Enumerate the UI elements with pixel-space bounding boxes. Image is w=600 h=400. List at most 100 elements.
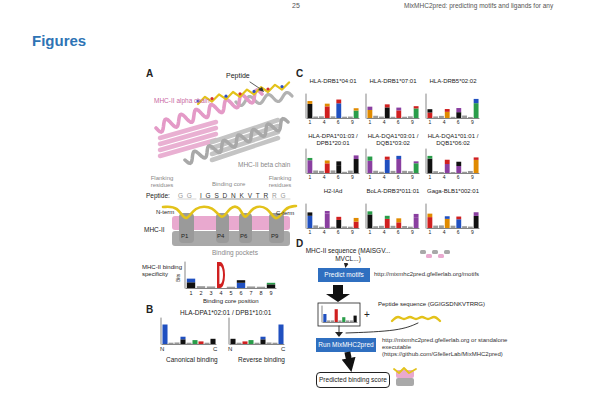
- logo-letter: [336, 100, 341, 104]
- logo-letter: [367, 161, 372, 173]
- logo-letter: [207, 286, 215, 288]
- result-icon: [396, 378, 414, 386]
- logo-letter: [414, 163, 419, 173]
- merge-line: [346, 323, 418, 333]
- logo-letter: [342, 117, 347, 118]
- logo-letter: [331, 320, 334, 322]
- logo-letter: [331, 227, 336, 228]
- panel-letter: A: [146, 68, 153, 80]
- axis-ticks: 1 4 6 9: [429, 175, 474, 181]
- logo-letter: [338, 320, 341, 322]
- node-text: Predict motifs: [324, 271, 363, 278]
- beta-chain-helix: [185, 119, 288, 164]
- logo-letter: [323, 314, 326, 322]
- pocket-label: P4: [217, 233, 224, 240]
- logo-letter: [254, 343, 259, 344]
- logo-axis: [306, 94, 307, 118]
- logo-letter: [474, 103, 479, 118]
- pocket-label: P9: [271, 233, 278, 240]
- action-box: Predict motifs: [318, 268, 370, 282]
- pocket-label: P1: [181, 233, 188, 240]
- motif-box: [318, 303, 360, 326]
- axis-ticks: 1 4 6 9: [309, 175, 354, 181]
- axis-title: Bits: [176, 274, 182, 282]
- region-name: Flanking residues: [144, 175, 180, 189]
- logo-letter: [427, 214, 432, 217]
- logo-title: HLA-DRB5*02:02: [425, 78, 481, 85]
- part-name: Peptide: [226, 72, 250, 80]
- leader-arrowhead: [258, 87, 264, 92]
- axis-ticks: 1 4 6 9: [369, 175, 414, 181]
- logo-letter: [396, 110, 401, 118]
- logo-axis: [307, 228, 359, 229]
- flow-arrow: [345, 263, 346, 265]
- logo-letter: [474, 157, 479, 159]
- terminus-label: C: [281, 346, 285, 353]
- sequence-icon: [444, 250, 450, 254]
- merge-arrowhead: [335, 332, 343, 337]
- logo-letter: [204, 343, 209, 344]
- logo-letter: [433, 116, 438, 118]
- peptide-atom: [252, 90, 255, 93]
- logo-letter: [385, 216, 390, 219]
- terminus-label: C-term: [276, 210, 294, 217]
- logo-letter: [474, 99, 479, 103]
- logo-letter: [367, 214, 372, 228]
- axis-ticks: 1 4 6 9: [309, 120, 354, 126]
- logo-letter: [367, 107, 372, 110]
- logo-letter: [379, 117, 384, 118]
- logo-letter: [427, 156, 432, 159]
- flow-arrow: [347, 352, 349, 364]
- logo-letter: [414, 108, 419, 118]
- logo-caption: Reverse binding: [238, 356, 285, 363]
- logo-title: HLA-DPA1*01:03 / DPB1*20:01: [305, 133, 361, 147]
- logo-axis: [322, 306, 323, 322]
- sequence-label: Peptide:: [146, 192, 170, 199]
- logo-letter: [354, 222, 359, 228]
- logo-letter: [367, 157, 372, 161]
- panel-letter: B: [146, 304, 153, 316]
- logo-letter: [445, 216, 450, 219]
- logo-letter: [162, 325, 167, 345]
- logo-letter: [456, 166, 461, 173]
- logo-letter: [307, 216, 312, 228]
- peptide-atom: [210, 97, 213, 100]
- panel-letter: C: [296, 68, 303, 80]
- logo-letter: [456, 108, 461, 112]
- logo-axis: [161, 318, 162, 344]
- logo-letter: [414, 214, 419, 218]
- figure-heading: Figures: [32, 32, 86, 49]
- logo-letter: [373, 171, 378, 173]
- logo-letter: [468, 171, 473, 173]
- logo-axis: [306, 149, 307, 173]
- axis-ticks: 1 2 3 4 5 6 7 8 9: [190, 290, 273, 296]
- logo-letter: [325, 106, 330, 118]
- logo-axis: [185, 262, 186, 288]
- logo-axis: [230, 344, 284, 345]
- web-address: http://mixmhc2pred.gfellerlab.org or sta…: [382, 337, 532, 358]
- logo-axis: [186, 288, 276, 289]
- sequence-icon: [438, 254, 444, 258]
- logo-letter: [210, 339, 215, 344]
- logo-letter: [456, 217, 461, 220]
- node-text: MHC-II sequence (MAISGV... MVCL...): [300, 247, 396, 262]
- logo-letter: [396, 222, 401, 228]
- logo-letter: [348, 171, 353, 173]
- logo-letter: [325, 104, 330, 107]
- logo-letter: [408, 171, 413, 173]
- sequence-icon: [420, 250, 426, 254]
- logo-letter: [336, 220, 341, 228]
- logo-letter: [242, 341, 247, 344]
- logo-letter: [474, 160, 479, 173]
- logo-letter: [325, 213, 330, 228]
- running-header: MixMHC2pred: predicting motifs and ligan…: [404, 2, 553, 9]
- logo-letter: [391, 117, 396, 118]
- logo-letter: [307, 158, 312, 160]
- logo-letter: [336, 161, 341, 165]
- logo-letter: [396, 159, 401, 173]
- logo-letter: [335, 309, 338, 322]
- logo-letter: [307, 104, 312, 118]
- logo-letter: [445, 160, 450, 164]
